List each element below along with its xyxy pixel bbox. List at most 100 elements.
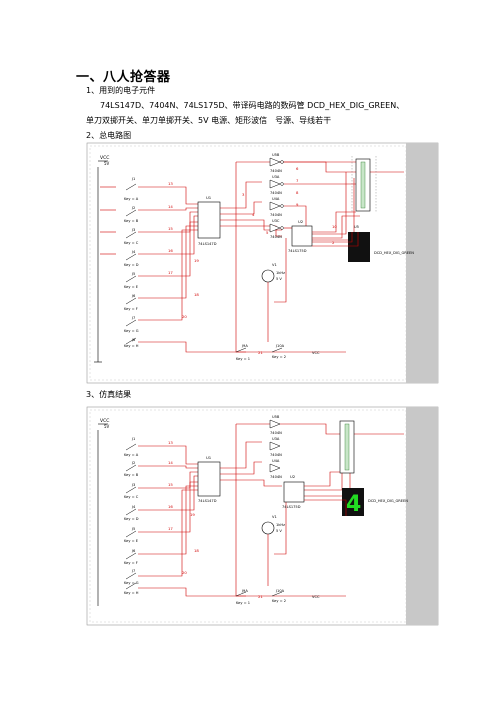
encoder-chip-2: U1 74LS147D bbox=[197, 455, 221, 503]
switch-j4: J4 Key = D bbox=[124, 250, 139, 267]
svg-text:Key = A: Key = A bbox=[124, 453, 139, 457]
svg-text:Key = A: Key = A bbox=[124, 197, 139, 201]
net-labels-left: 13 14 15 16 17 20 18 19 bbox=[168, 181, 199, 319]
svg-text:17: 17 bbox=[168, 270, 173, 275]
svg-text:17: 17 bbox=[168, 526, 173, 531]
switch-j7: J7 Key = G bbox=[124, 316, 139, 333]
svg-text:U3A: U3A bbox=[272, 437, 280, 441]
svg-text:VCC: VCC bbox=[312, 351, 320, 355]
svg-text:U5B: U5B bbox=[272, 415, 280, 419]
svg-text:Key = G: Key = G bbox=[124, 581, 139, 585]
svg-text:7404N: 7404N bbox=[270, 169, 282, 173]
svg-text:74LS147D: 74LS147D bbox=[198, 499, 217, 503]
hex-display-2: 4 DCD_HEX_DIG_GREEN bbox=[342, 488, 408, 517]
svg-text:J3: J3 bbox=[131, 228, 135, 232]
svg-text:U3C: U3C bbox=[272, 219, 280, 223]
svg-text:7404N: 7404N bbox=[270, 453, 282, 457]
svg-text:21: 21 bbox=[258, 594, 263, 599]
svg-text:Key = C: Key = C bbox=[124, 241, 139, 245]
inverter-group: U5B 7404N U3A 7404N U4A 7404N bbox=[269, 153, 284, 239]
svg-text:Key = E: Key = E bbox=[124, 539, 139, 543]
svg-text:5: 5 bbox=[266, 230, 269, 235]
section2-heading: 2、总电路图 bbox=[86, 131, 132, 140]
display-face bbox=[342, 488, 364, 516]
svg-text:Key = G: Key = G bbox=[124, 329, 139, 333]
svg-text:J6: J6 bbox=[131, 294, 136, 298]
svg-text:16: 16 bbox=[168, 248, 173, 253]
display-digit: 4 bbox=[346, 492, 361, 517]
inverter-u4a: U4A 7404N bbox=[269, 197, 284, 217]
inverter-wiring bbox=[284, 161, 356, 229]
vcc-value: 5V bbox=[104, 161, 110, 166]
svg-text:DCD_HEX_DIG_GREEN: DCD_HEX_DIG_GREEN bbox=[374, 251, 414, 255]
latch-chip: U2 74LS175D bbox=[288, 219, 313, 253]
svg-text:J5: J5 bbox=[131, 527, 135, 531]
svg-text:7: 7 bbox=[296, 178, 299, 183]
svg-text:13: 13 bbox=[168, 440, 173, 445]
circuit-schematic-svg: VCC 5V J1 Key = A J2 Key = B J3 bbox=[86, 142, 439, 384]
svg-text:74LS147D: 74LS147D bbox=[198, 242, 217, 246]
svg-text:8: 8 bbox=[296, 190, 299, 195]
svg-text:U2: U2 bbox=[290, 474, 296, 479]
svg-text:U1: U1 bbox=[206, 195, 212, 200]
svg-text:J9A: J9A bbox=[241, 589, 248, 593]
switch-wiring bbox=[100, 186, 246, 353]
svg-text:Key = 1: Key = 1 bbox=[236, 357, 250, 361]
svg-text:J7: J7 bbox=[131, 569, 135, 573]
svg-text:U1: U1 bbox=[206, 455, 212, 460]
svg-text:J2: J2 bbox=[131, 206, 135, 210]
switch-j1: J1 Key = A bbox=[124, 177, 139, 201]
svg-text:5 V: 5 V bbox=[276, 529, 282, 533]
svg-text:6: 6 bbox=[296, 166, 299, 171]
switch-j2: J2 Key = B bbox=[124, 206, 139, 223]
svg-text:U4A: U4A bbox=[272, 197, 280, 201]
svg-text:V1: V1 bbox=[272, 515, 277, 519]
switch-j6: J6 Key = F bbox=[124, 294, 138, 311]
section1-heading: 1、用到的电子元件 bbox=[86, 86, 156, 95]
svg-text:U2: U2 bbox=[298, 219, 304, 224]
svg-text:Key = H: Key = H bbox=[124, 591, 139, 595]
svg-text:1kHz: 1kHz bbox=[276, 271, 285, 275]
svg-text:Key = D: Key = D bbox=[124, 517, 139, 521]
signal-source: V1 1kHz 5 V bbox=[261, 263, 285, 342]
circuit-schematic-figure: VCC 5V J1 Key = A J2 Key = B J3 bbox=[86, 142, 439, 384]
svg-text:J8: J8 bbox=[131, 338, 136, 342]
svg-text:J3: J3 bbox=[131, 483, 135, 487]
svg-text:19: 19 bbox=[194, 258, 199, 263]
simulation-result-figure: VCC 5V J1 Key = A J2 Key = B J3 Key = C … bbox=[86, 406, 439, 626]
svg-text:15: 15 bbox=[168, 226, 173, 231]
svg-text:Key = F: Key = F bbox=[124, 561, 138, 565]
svg-text:5V: 5V bbox=[104, 424, 110, 429]
svg-text:15: 15 bbox=[168, 482, 173, 487]
svg-text:7404N: 7404N bbox=[270, 235, 282, 239]
display-part-label: DCD_HEX_DIG_GREEN bbox=[368, 499, 408, 503]
vcc-label: VCC bbox=[100, 155, 109, 161]
svg-text:7404N: 7404N bbox=[270, 191, 282, 195]
inverter-u3a: U3A 7404N bbox=[269, 175, 284, 195]
svg-text:U5: U5 bbox=[354, 225, 359, 229]
svg-text:J5: J5 bbox=[131, 272, 135, 276]
switch-j8: J8 Key = H bbox=[124, 337, 139, 348]
svg-text:J7: J7 bbox=[131, 316, 135, 320]
svg-text:16: 16 bbox=[168, 504, 173, 509]
indicator-bar bbox=[351, 156, 377, 212]
svg-text:Key = 1: Key = 1 bbox=[236, 601, 250, 605]
bottom-switches-2: J9A Key = 1 J10A Key = 2 VCC 21 bbox=[235, 589, 320, 605]
svg-text:J6: J6 bbox=[131, 549, 136, 553]
bottom-switches: J9A Key = 1 J10A Key = 2 VCC 21 bbox=[235, 344, 320, 361]
document-title: 一、八人抢答器 bbox=[76, 70, 171, 85]
svg-text:Key = D: Key = D bbox=[124, 263, 139, 267]
svg-text:10: 10 bbox=[332, 224, 337, 229]
svg-text:2: 2 bbox=[332, 240, 335, 245]
components-line-2: 单刀双掷开关、单刀单掷开关、5V 电源、矩形波信 号源、导线若干 bbox=[86, 116, 332, 125]
svg-text:18: 18 bbox=[194, 548, 199, 553]
svg-text:74LS175D: 74LS175D bbox=[288, 249, 307, 253]
svg-text:14: 14 bbox=[168, 460, 173, 465]
signal-source-2: V1 1kHz 5 V bbox=[261, 515, 285, 586]
switch-j5: J5 Key = E bbox=[124, 272, 139, 289]
inverter-u5b: U5B 7404N bbox=[269, 153, 284, 173]
switch-bank: J1 Key = A J2 Key = B J3 Key = C J4 Key … bbox=[124, 177, 139, 348]
svg-text:Key = B: Key = B bbox=[124, 473, 139, 477]
svg-text:Key = H: Key = H bbox=[124, 344, 139, 348]
